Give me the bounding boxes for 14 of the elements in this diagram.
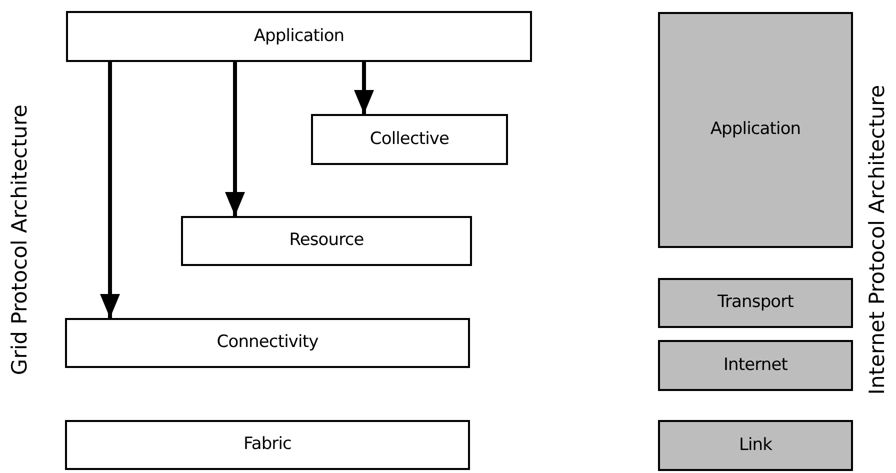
layer-box: Transport (658, 278, 853, 328)
layer-box: Link (658, 420, 853, 471)
arrow (354, 62, 374, 114)
layer-box: Internet (658, 340, 853, 391)
layer-box: Application (66, 11, 532, 62)
layer-box: Collective (311, 114, 508, 165)
arrow (100, 62, 120, 318)
axis-title: Grid Protocol Architecture (6, 104, 32, 376)
layer-box: Connectivity (65, 318, 470, 368)
layer-box: Resource (181, 216, 472, 266)
arrow (225, 62, 245, 216)
layer-box: Application (658, 12, 853, 248)
axis-title: Internet Protocol Architecture (864, 85, 890, 395)
layer-box: Fabric (65, 420, 470, 470)
